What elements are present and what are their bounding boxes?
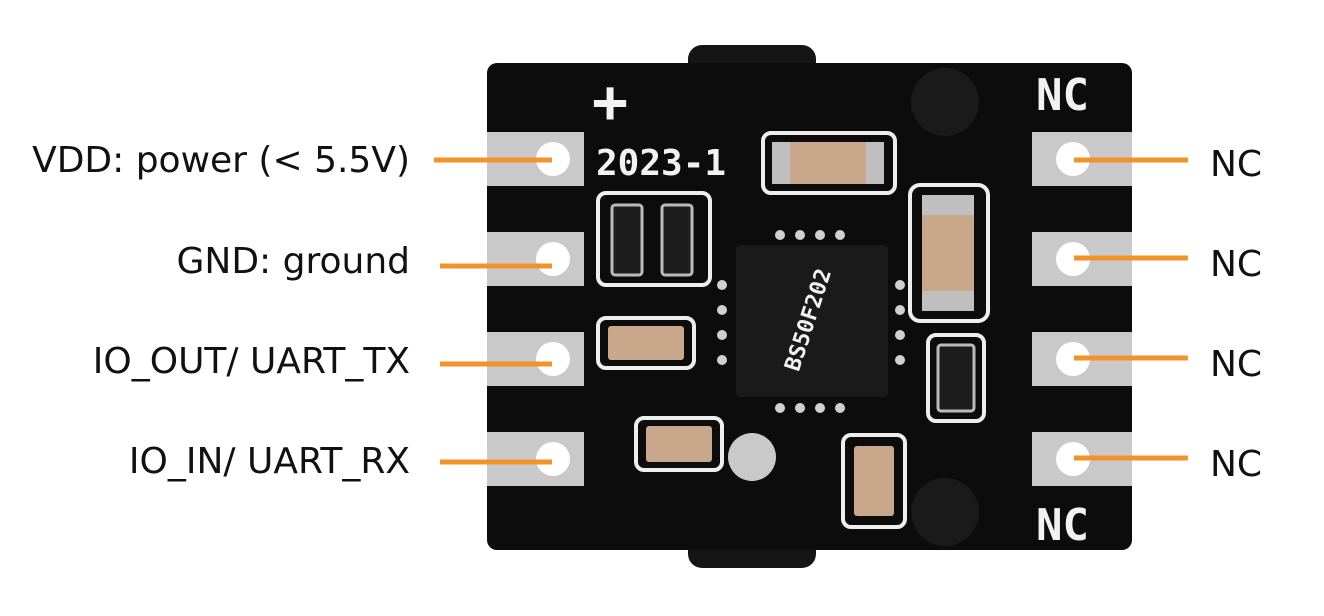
capacitor-top-end-r: [866, 142, 884, 184]
right-hole-2: [1056, 242, 1090, 276]
silk-plus: +: [592, 67, 628, 137]
pin-label-vdd: VDD: power (< 5.5V): [32, 140, 410, 181]
resistor-right-outline: [926, 333, 986, 423]
chip-pin: [895, 280, 905, 290]
pin-label-nc-3: NC: [1210, 344, 1263, 385]
pin-label-io-in: IO_IN/ UART_RX: [128, 441, 410, 482]
chip-pin: [795, 230, 805, 240]
chip-pin: [895, 330, 905, 340]
capacitor-bottom-left-outline: [634, 416, 724, 472]
left-hole-4: [536, 442, 570, 476]
leader-lines: [434, 157, 1188, 465]
chip-pin: [835, 230, 845, 240]
chip-pin: [775, 230, 785, 240]
capacitor-bottom-outline: [841, 433, 907, 529]
chip-pin: [815, 403, 825, 413]
chip-pin: [717, 280, 727, 290]
resistor-pair-outline: [596, 191, 712, 287]
capacitor-right: [922, 195, 974, 311]
chip-pin: [895, 305, 905, 315]
test-pad: [728, 433, 776, 481]
silk-nc-bottom: NC: [1036, 500, 1089, 551]
right-hole-1: [1056, 142, 1090, 176]
capacitor-mid-left: [608, 326, 684, 360]
chip-pin: [795, 403, 805, 413]
chip-pin: [717, 305, 727, 315]
capacitor-right-outline: [908, 183, 990, 323]
silk-nc-top: NC: [1036, 70, 1089, 121]
foam-dot-top-right: [911, 68, 979, 136]
silk-date-code: 2023-1: [596, 143, 726, 184]
resistor-left-1: [610, 203, 644, 277]
chip-pin: [717, 330, 727, 340]
chip-pin: [815, 230, 825, 240]
right-hole-4: [1056, 442, 1090, 476]
pin-label-gnd: GND: ground: [176, 241, 411, 282]
pin-label-nc-2: NC: [1210, 244, 1263, 285]
chip-pin: [717, 355, 727, 365]
chip-body: [736, 245, 888, 397]
foam-dot-bottom-right: [911, 478, 979, 546]
resistor-left-2: [660, 203, 694, 277]
capacitor-bottom-left: [646, 426, 712, 462]
capacitor-right-end-b: [922, 291, 974, 311]
capacitor-bottom: [854, 446, 894, 516]
chip-pin: [895, 355, 905, 365]
capacitor-top-end-l: [772, 142, 790, 184]
capacitor-right-end-t: [922, 195, 974, 215]
left-hole-2: [536, 242, 570, 276]
chip-pin: [775, 403, 785, 413]
capacitor-top: [772, 142, 884, 184]
right-hole-3: [1056, 342, 1090, 376]
resistor-right: [936, 343, 976, 413]
left-hole-1: [536, 142, 570, 176]
capacitor-top-outline: [761, 131, 897, 195]
capacitor-mid-left-outline: [596, 316, 696, 370]
pin-label-nc-4: NC: [1210, 444, 1263, 485]
pin-label-io-out: IO_OUT/ UART_TX: [92, 341, 410, 382]
chip-pin: [835, 403, 845, 413]
left-hole-3: [536, 342, 570, 376]
pin-label-nc-1: NC: [1210, 144, 1263, 185]
chip-pins: [717, 230, 905, 413]
